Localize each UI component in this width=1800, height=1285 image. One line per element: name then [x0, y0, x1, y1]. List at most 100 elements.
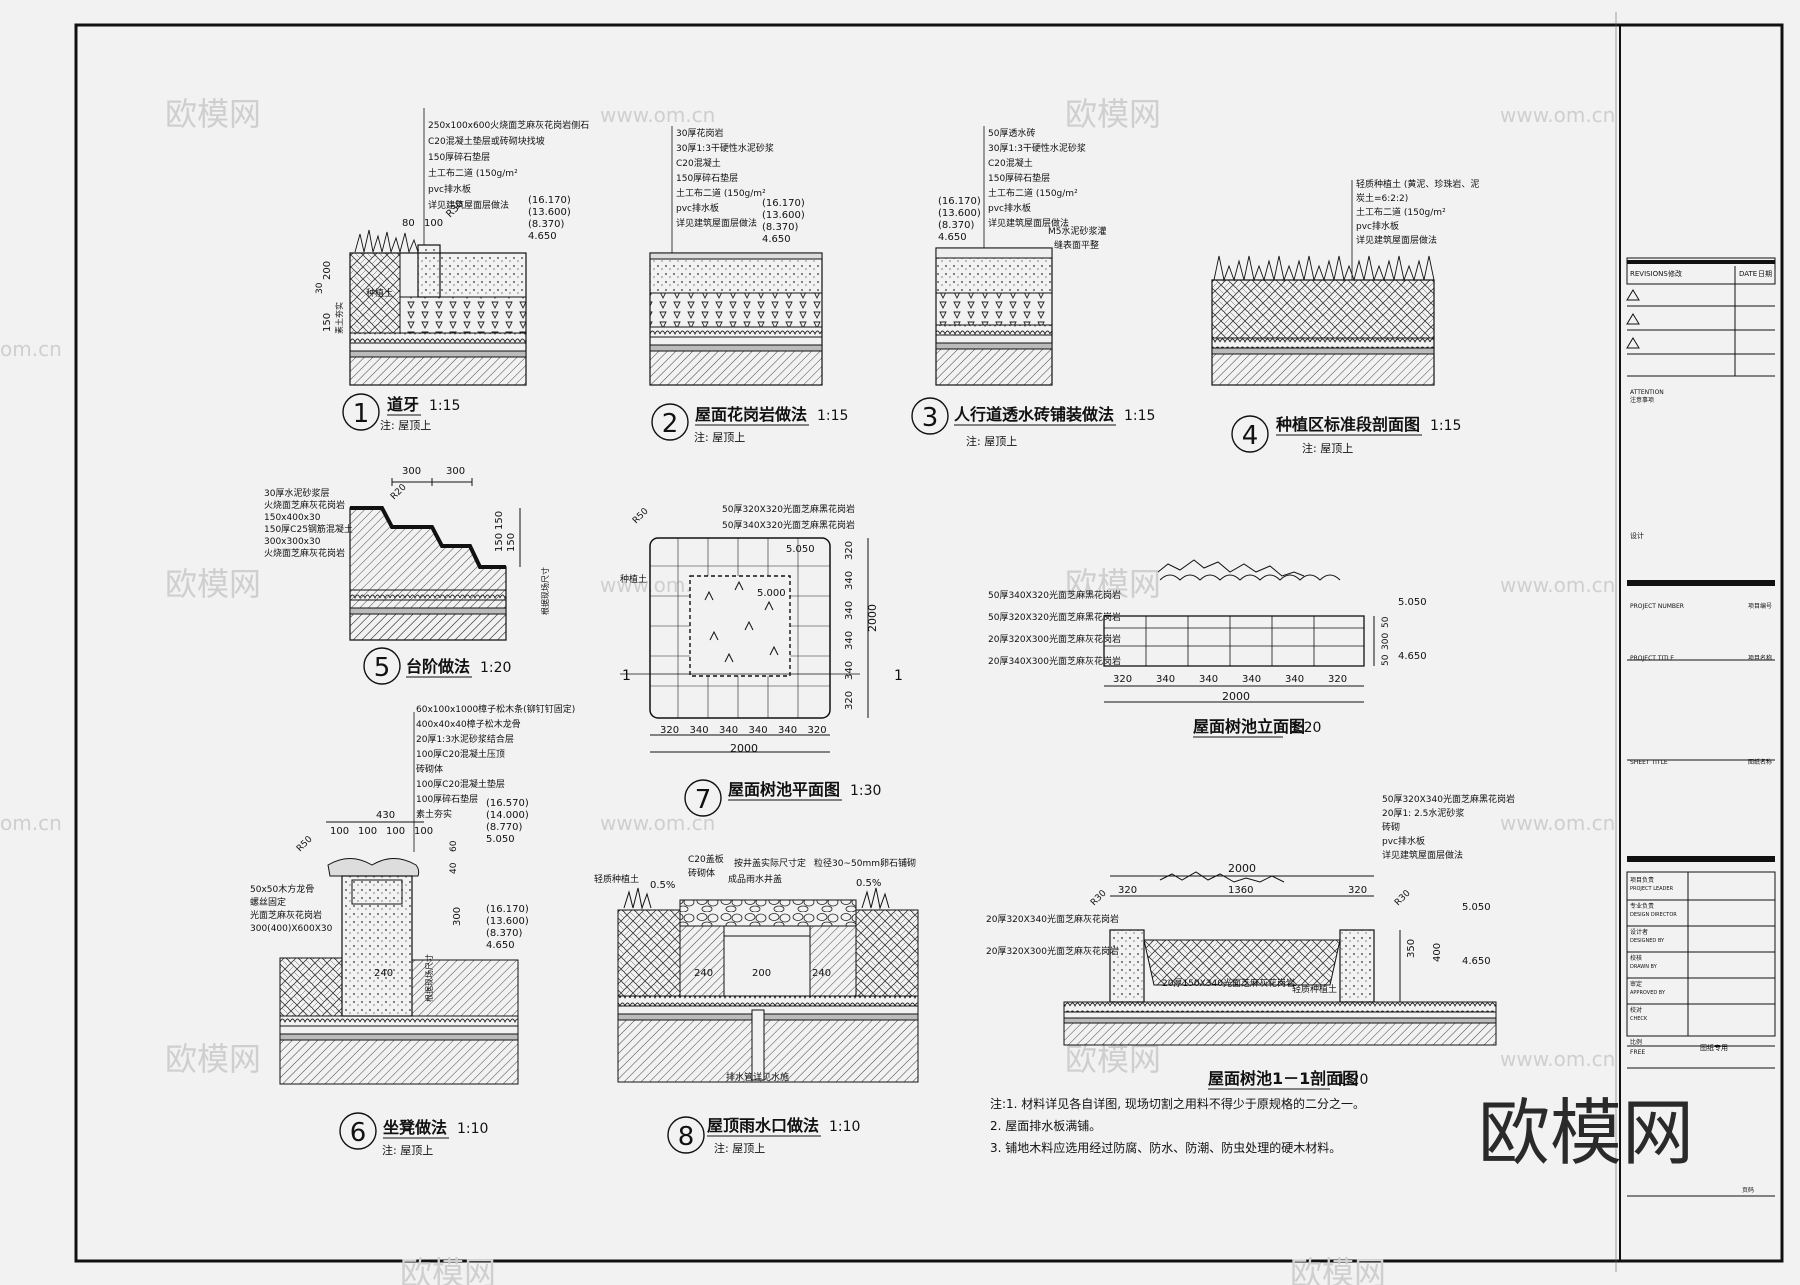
- page-cn: 页码: [1742, 1186, 1754, 1194]
- detail-7-scale: 1:30: [850, 783, 881, 799]
- revisions-label: REVISIONS: [1630, 270, 1668, 278]
- detail-6-bench: [279, 712, 519, 1085]
- detail-4-layer: 土工布二道 (150g/m²: [1356, 206, 1446, 218]
- detail-2-layer: pvc排水板: [676, 202, 719, 214]
- detail-6-elevation: (16.570): [486, 798, 529, 809]
- detail-4-layer: 轻质种植土 (黄泥、珍珠岩、泥: [1356, 178, 1479, 190]
- detail-3-elevation: (16.170): [938, 196, 981, 207]
- detail-2-elevation: 4.650: [762, 234, 791, 245]
- detail-3-layer: 150厚碎石垫层: [988, 172, 1050, 184]
- detail-3-layer: 详见建筑屋面层做法: [988, 217, 1069, 229]
- detail-1-layer: pvc排水板: [428, 183, 471, 195]
- detail-4-scale: 1:15: [1430, 418, 1461, 434]
- detail-4-planting-section: [1211, 180, 1435, 386]
- watermark-brand: 欧模网: [1065, 95, 1161, 133]
- watermark-site: om.cn: [0, 337, 62, 361]
- detail-8-drain: [617, 887, 919, 1083]
- detail-1-dim: 种植土: [366, 287, 393, 299]
- section-label: 20厚1: 2.5水泥砂浆: [1382, 807, 1464, 819]
- detail-7-label: 1: [894, 668, 903, 684]
- detail-8-dim: 200: [752, 968, 771, 979]
- section-title: 屋面树池1－1剖面图: [1208, 1069, 1358, 1088]
- detail-5-dim: 150: [494, 511, 505, 530]
- date-label: DATE: [1739, 270, 1757, 278]
- detail-7-dim: 320: [808, 725, 827, 736]
- detail-7-label: 5.000: [757, 588, 786, 599]
- detail-8-dim: 240: [812, 968, 831, 979]
- detail-6-dim: 430: [376, 810, 395, 821]
- detail-5-layer: 30厚水泥砂浆层: [264, 487, 329, 499]
- detail-6-dim: R50: [295, 834, 315, 854]
- detail-7-dim: 340: [749, 725, 768, 736]
- detail-3-note: 缝表面平整: [1054, 239, 1099, 251]
- detail-6-dim: 100: [414, 826, 433, 837]
- elevation-label: 20厚320X300光面芝麻灰花岗岩: [988, 633, 1121, 645]
- detail-1-dim: 150: [322, 313, 333, 332]
- revisions-cn: 修改: [1668, 269, 1682, 278]
- watermark-brand: 欧模网: [165, 95, 261, 133]
- watermark-brand: 欧模网: [165, 1040, 261, 1078]
- section-dim: R30: [1393, 888, 1413, 908]
- elevation-dim: 320: [1328, 674, 1347, 685]
- detail-8-label: 0.5%: [650, 880, 675, 891]
- detail-8-number: 8: [678, 1122, 695, 1152]
- detail-7-title: 屋面树池平面图: [728, 780, 840, 799]
- detail-6-number-circle: [339, 1112, 377, 1150]
- detail-6-elevation: (8.370): [486, 928, 523, 939]
- detail-4-layer: pvc排水板: [1356, 220, 1399, 232]
- detail-7-number-circle: [684, 779, 722, 817]
- detail-4-layer: 详见建筑屋面层做法: [1356, 234, 1437, 246]
- detail-6-elevation: 4.650: [486, 940, 515, 951]
- detail-5-layer: 火烧面芝麻灰花岗岩: [264, 499, 345, 511]
- role-cn: 专业负责: [1630, 902, 1654, 910]
- detail-5-dim: 150: [494, 533, 505, 552]
- elevation-label: 50厚340X320光面芝麻黑花岗岩: [988, 589, 1121, 601]
- detail-3-layer: pvc排水板: [988, 202, 1031, 214]
- detail-1-layer: 150厚碎石垫层: [428, 151, 490, 163]
- general-note: 2. 屋面排水板满铺。: [990, 1119, 1101, 1133]
- detail-1-dim: 200: [322, 261, 333, 280]
- sheet-title-label: SHEET TITLE: [1630, 759, 1668, 766]
- detail-6-layer: 素土夯实: [416, 808, 452, 820]
- section-label: 20厚320X300光面芝麻灰花岗岩: [986, 945, 1119, 957]
- detail-5-dim: 根据现场尺寸: [540, 567, 550, 615]
- detail-7-dim: 320: [844, 541, 855, 560]
- detail-2-layer: 30厚花岗岩: [676, 127, 723, 139]
- detail-3-number: 3: [922, 403, 939, 433]
- detail-1-layer: C20混凝土垫层或砖砌块找坡: [428, 135, 545, 147]
- detail-8-title: 屋顶雨水口做法: [707, 1116, 819, 1135]
- section-label: 详见建筑屋面层做法: [1382, 849, 1463, 861]
- detail-8-label: 0.5%: [856, 878, 881, 889]
- detail-8-label: C20盖板: [688, 853, 724, 865]
- detail-1-curb: [349, 108, 527, 386]
- detail-5-layer: 火烧面芝麻灰花岗岩: [264, 547, 345, 559]
- project-title-cn: 项目名称: [1748, 654, 1772, 662]
- detail-2-layer: 30厚1:3干硬性水泥砂浆: [676, 142, 774, 154]
- detail-1-elevation: (13.600): [528, 207, 571, 218]
- detail-4-number-circle: [1231, 415, 1269, 453]
- detail-6-dim: 240: [374, 968, 393, 979]
- role-label: APPROVED BY: [1630, 990, 1666, 996]
- general-note: 注:1. 材料详见各自详图, 现场切割之用料不得少于原规格的二分之一。: [990, 1096, 1365, 1111]
- detail-7-number: 7: [695, 785, 712, 815]
- detail-8-note: 注: 屋顶上: [714, 1141, 765, 1155]
- detail-7-dim: 340: [844, 631, 855, 650]
- detail-7-dim: 340: [844, 661, 855, 680]
- detail-1-layer: 250x100x600火烧面芝麻灰花岗岩侧石: [428, 119, 589, 131]
- detail-8-label: 砖砌体: [688, 867, 715, 879]
- detail-2-granite: [649, 126, 823, 386]
- detail-7-total: 2000: [730, 742, 758, 755]
- detail-6-number: 6: [350, 1118, 367, 1148]
- detail-6-dim: 根据现场尺寸: [424, 954, 434, 1002]
- detail-5-scale: 1:20: [480, 660, 511, 676]
- project-number-cn: 项目编号: [1748, 602, 1772, 610]
- section-label: 轻质种植土: [1292, 983, 1337, 995]
- attention-label: ATTENTION: [1630, 389, 1664, 396]
- detail-7-label: 种植土: [620, 573, 647, 585]
- detail-8-number-circle: [667, 1116, 705, 1154]
- detail-6-dim: 40: [449, 862, 459, 874]
- role-cn: 设计者: [1630, 928, 1648, 936]
- outer-frame: [74, 23, 1784, 1263]
